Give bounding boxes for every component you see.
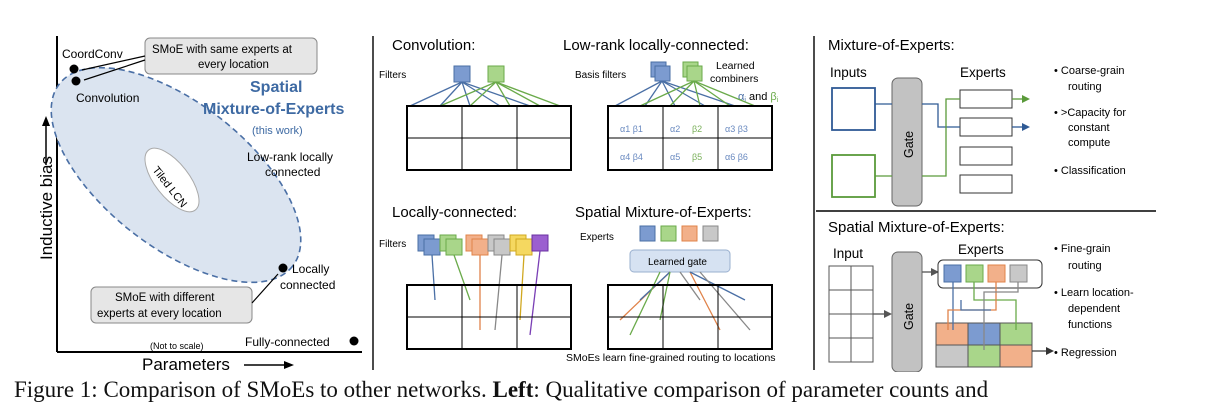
smoe-bullet-3: • Regression: [1054, 347, 1117, 359]
callout-bottom-line1: SMoE with different: [115, 292, 215, 304]
point-convolution: [71, 76, 81, 86]
region-subtitle: (this work): [252, 125, 303, 137]
cell-a2: α2: [670, 124, 680, 134]
region-title-2: Mixture-of-Experts: [203, 101, 344, 118]
cell-a6b6: α6 β6: [725, 152, 748, 162]
lc-title: Locally-connected:: [392, 204, 517, 221]
point-coordconv: [69, 64, 79, 74]
callout-bottom-line2: experts at every location: [97, 308, 222, 320]
label-locally-1: Locally: [292, 262, 329, 276]
callout-top-line1: SMoE with same experts at: [152, 44, 293, 56]
lc-filter-stack: [417, 234, 549, 256]
smoe-experts-label: Experts: [580, 232, 614, 243]
conv-title: Convolution:: [392, 37, 475, 54]
smoe-bullet-1: • Fine-grain: [1054, 243, 1110, 255]
cell-a1b1: α1 β1: [620, 124, 643, 134]
smoe-bullet-2b: dependent: [1068, 303, 1120, 315]
moe-bullet-3: • Classification: [1054, 165, 1126, 177]
smoe-note: SMoEs learn fine-grained routing to loca…: [566, 352, 776, 364]
center-panel: Convolution: Filters Low-rank locally-co…: [372, 36, 815, 370]
cell-a5: α5: [670, 152, 680, 162]
basis-filters-label: Basis filters: [575, 70, 626, 81]
left-panel: Inductive bias Parameters (Not to scale)…: [37, 36, 362, 372]
tiled-lcn-region: [144, 147, 200, 213]
moe-gate: [891, 77, 923, 207]
smoe-center-title: Spatial Mixture-of-Experts:: [575, 204, 752, 221]
lc-filters-label: Filters: [379, 239, 406, 250]
callout-bottom: [90, 286, 253, 324]
smoe-bullet-1b: routing: [1068, 260, 1102, 272]
smoe-bullet-2c: functions: [1068, 319, 1113, 331]
label-coordconv: CoordConv: [62, 47, 123, 61]
moe-title: Mixture-of-Experts:: [828, 37, 955, 54]
moe-inputs-label: Inputs: [830, 65, 867, 80]
label-lowrank-2: connected: [265, 165, 320, 179]
smoe-right-title: Spatial Mixture-of-Experts:: [828, 219, 1005, 236]
cell-b2: β2: [692, 124, 702, 134]
smoe-experts-right-label: Experts: [958, 242, 1004, 257]
smoe-gate-label: Gate: [902, 303, 916, 330]
y-axis-label: Inductive bias: [37, 156, 56, 260]
combiners-label-1: Learned: [716, 60, 755, 72]
moe-bullet-2c: compute: [1068, 137, 1110, 149]
moe-gate-label: Gate: [902, 131, 916, 158]
right-panel: Mixture-of-Experts: Inputs Experts Gate …: [816, 37, 1156, 372]
caption-prefix: Figure 1: Comparison of SMoEs to other n…: [14, 377, 487, 402]
smoe-bullet-2: • Learn location-: [1054, 287, 1134, 299]
combiners-label-2: combiners: [710, 73, 758, 85]
region-title-1: Spatial: [250, 79, 302, 96]
moe-bullet-2b: constant: [1068, 122, 1110, 134]
cell-b5: β5: [692, 152, 702, 162]
not-to-scale-note: (Not to scale): [150, 341, 204, 351]
label-locally-2: connected: [280, 278, 335, 292]
cell-a3b3: α3 β3: [725, 124, 748, 134]
lowrank-title: Low-rank locally-connected:: [563, 37, 749, 54]
label-convolution: Convolution: [76, 91, 139, 105]
x-axis-label: Parameters: [142, 355, 230, 372]
smoe-input-label: Input: [833, 246, 863, 261]
smoe-input-grid: [828, 265, 874, 363]
figure-caption: Figure 1: Comparison of SMoEs to other n…: [14, 374, 1204, 405]
label-lowrank-1: Low-rank locally: [247, 150, 333, 164]
moe-experts-label: Experts: [960, 65, 1006, 80]
conv-filters-label: Filters: [379, 70, 406, 81]
point-locally-connected: [278, 263, 288, 273]
caption-left-text: : Qualitative comparison of parameter co…: [533, 377, 989, 402]
moe-bullet-2: • >Capacity for: [1054, 107, 1126, 119]
label-fully-connected: Fully-connected: [245, 335, 330, 349]
smoe-gate: [891, 251, 923, 372]
combiners-symbols: αi and βi: [738, 91, 779, 104]
learned-gate-label: Learned gate: [648, 257, 707, 268]
moe-bullet-1b: routing: [1068, 81, 1102, 93]
caption-left-label: Left: [492, 377, 534, 402]
cell-a4b4: α4 β4: [620, 152, 643, 162]
point-fully-connected: [349, 336, 359, 346]
callout-top-line2: every location: [198, 59, 269, 71]
moe-bullet-1: • Coarse-grain: [1054, 65, 1125, 77]
